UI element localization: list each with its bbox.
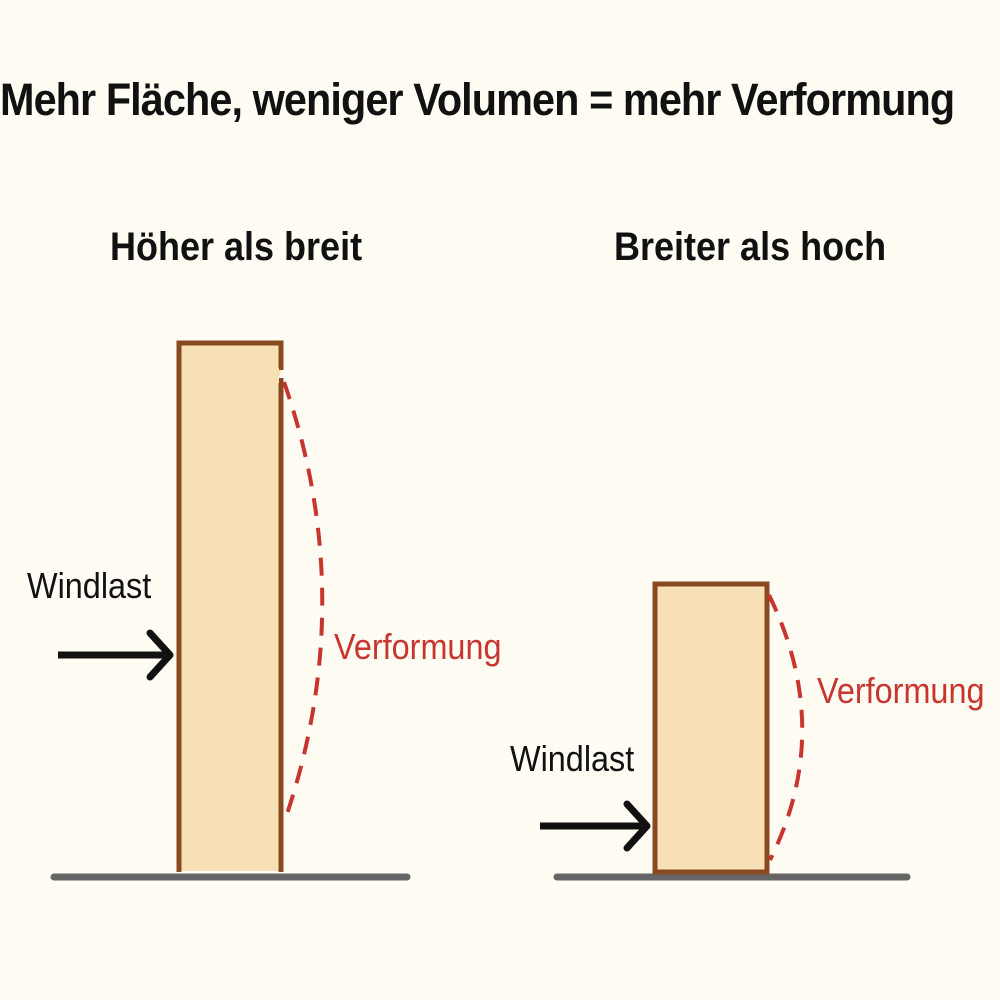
left-heading: Höher als breit [110,225,363,269]
left-load-label: Windlast [27,565,152,606]
deformation-curve-left [282,381,325,821]
right-heading: Breiter als hoch [614,225,887,269]
arrow-icon-left [58,629,174,681]
diagram-title: Mehr Fläche, weniger Volumen = mehr Verf… [0,74,955,125]
right-deformation-label: Verformung [817,670,985,711]
wide-block [652,581,770,875]
deformation-curve-right [767,594,805,861]
arrow-icon-right [540,800,651,852]
right-load-label: Windlast [510,738,635,779]
left-deformation-label: Verformung [334,626,502,667]
